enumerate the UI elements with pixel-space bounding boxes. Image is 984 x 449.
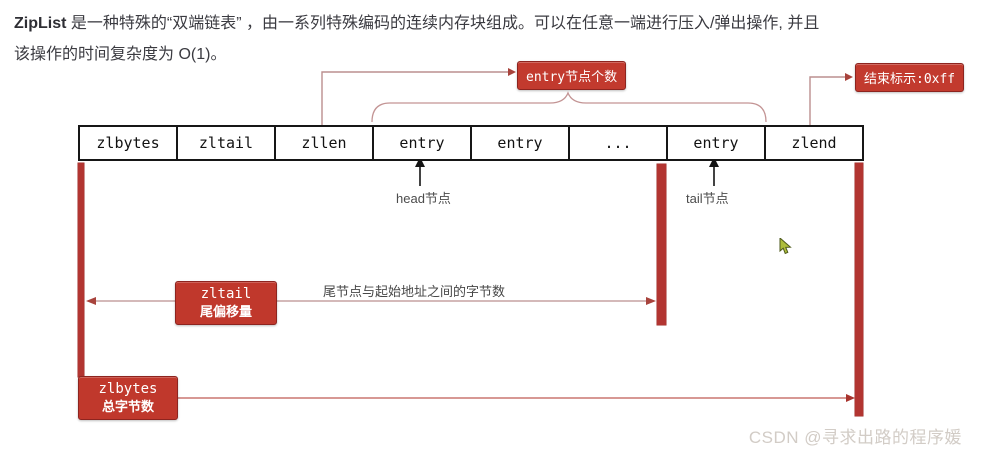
zlend-connector-line xyxy=(809,76,845,125)
tail-node-note: tail节点 xyxy=(686,191,729,206)
cell-zllen: zllen xyxy=(276,127,374,159)
end-marker-label: 结束标示:0xff xyxy=(855,63,965,92)
cell-entry-tail: entry xyxy=(668,127,766,159)
zltail-legend-subtitle: 尾偏移量 xyxy=(199,304,252,319)
zltail-span-description: 尾节点与起始地址之间的字节数 xyxy=(323,284,506,299)
end-address-bar xyxy=(855,163,863,416)
cell-entry-head: entry xyxy=(374,127,472,159)
start-address-bar xyxy=(78,163,84,377)
zltail-right-arrowhead-icon xyxy=(646,297,656,305)
head-node-note: head节点 xyxy=(396,191,451,206)
ziplist-term: ZipList xyxy=(14,15,67,32)
cell-ellipsis: ... xyxy=(570,127,668,159)
entry-count-label: entry节点个数 xyxy=(517,61,627,90)
intro-line-1: ZipList 是一种特殊的“双端链表” ，由一系列特殊编码的连续内存块组成。可… xyxy=(14,15,820,32)
zlbytes-legend: zlbytes 总字节数 xyxy=(78,376,178,420)
mouse-cursor-icon xyxy=(779,238,792,255)
tail-offset-bar xyxy=(657,164,666,325)
zltail-left-arrowhead-icon xyxy=(86,297,96,305)
zlbytes-legend-subtitle: 总字节数 xyxy=(101,399,154,414)
zltail-legend-title: zltail xyxy=(200,286,252,302)
cell-entry-2: entry xyxy=(472,127,570,159)
zltail-legend: zltail 尾偏移量 xyxy=(175,281,277,325)
cell-zltail: zltail xyxy=(178,127,276,159)
zlbytes-right-arrowhead-icon xyxy=(846,394,855,402)
ziplist-memory-row: zlbytes zltail zllen entry entry ... ent… xyxy=(78,125,864,161)
zllen-connector-line xyxy=(321,71,508,125)
zlbytes-legend-title: zlbytes xyxy=(98,381,158,397)
intro-paragraph: ZipList 是一种特殊的“双端链表” ，由一系列特殊编码的连续内存块组成。可… xyxy=(14,8,970,70)
zlend-arrowhead-icon xyxy=(845,73,853,81)
cell-zlend: zlend xyxy=(791,134,837,152)
entries-brace xyxy=(371,91,767,123)
intro-line-2: 该操作的时间复杂度为 O(1)。 xyxy=(14,46,227,63)
csdn-watermark: CSDN @寻求出路的程序媛 xyxy=(748,428,962,447)
cell-zlbytes: zlbytes xyxy=(80,127,178,159)
